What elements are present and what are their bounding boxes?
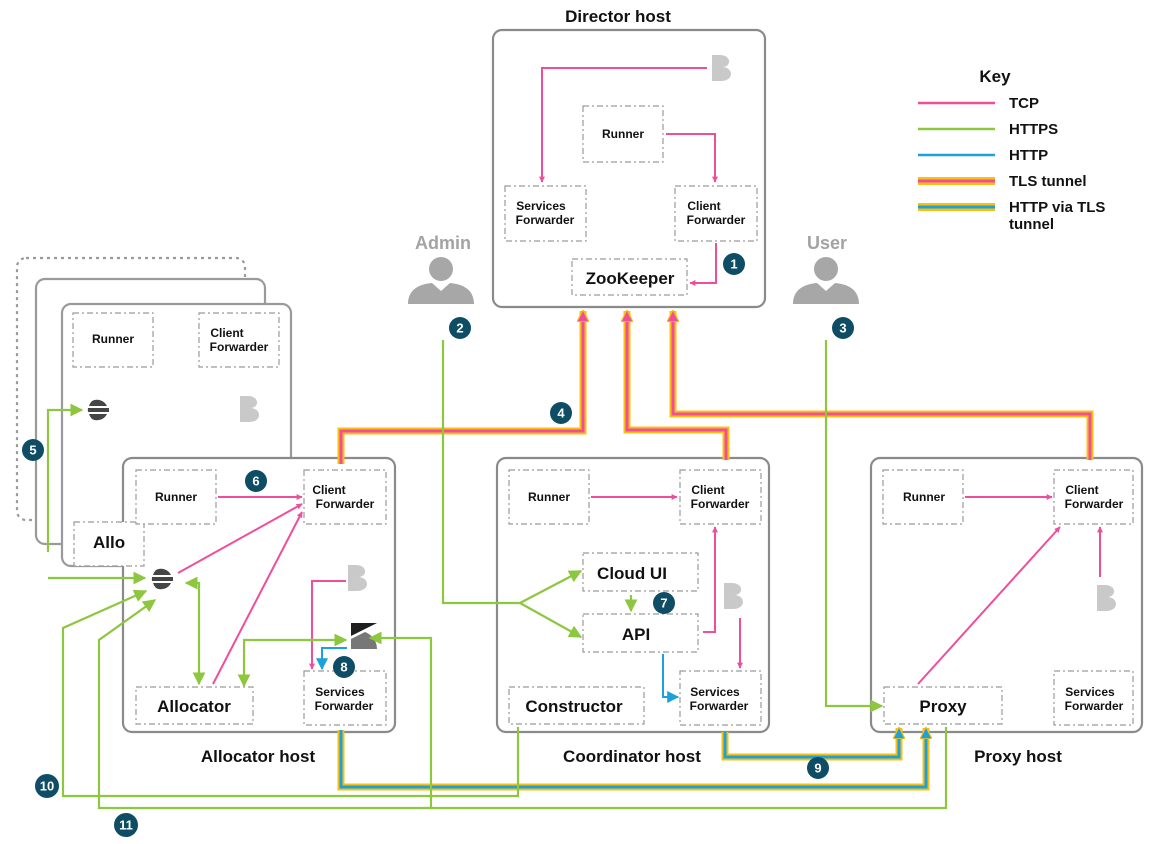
allocator-label: Allocator (157, 697, 231, 716)
svg-text:9: 9 (814, 761, 821, 776)
coordinator-client-forwarder-line1: Client (691, 483, 724, 497)
director-host-title: Director host (565, 7, 671, 26)
legend-http-tls-label-line1: HTTP via TLS (1009, 199, 1105, 216)
director-client-forwarder-line1: Client (687, 199, 720, 213)
step-badges: 1 2 3 4 5 6 7 8 9 10 11 (22, 253, 854, 837)
svg-text:4: 4 (557, 406, 565, 421)
proxy-services-forwarder-line2: Forwarder (1065, 699, 1124, 713)
allocator-runner-label: Runner (155, 490, 197, 504)
svg-text:2: 2 (456, 321, 463, 336)
proxy-label: Proxy (919, 697, 967, 716)
allocator-host-title: Allocator host (201, 747, 316, 766)
allocator-elasticsearch-icon (151, 568, 173, 590)
allocator-client-forwarder-line1: Client (312, 483, 345, 497)
coordinator-host-title: Coordinator host (563, 747, 701, 766)
back-allocator-runner-label: Runner (92, 332, 134, 346)
badge-9: 9 (807, 757, 829, 779)
svg-text:6: 6 (252, 474, 259, 489)
admin-label: Admin (415, 233, 471, 253)
badge-7: 7 (653, 592, 675, 614)
badge-4: 4 (550, 402, 572, 424)
coordinator-host: Coordinator host (495, 456, 771, 766)
proxy-client-forwarder-line2: Forwarder (1065, 497, 1124, 511)
allocator-services-forwarder-line2: Forwarder (315, 699, 374, 713)
http-via-tls-tunnels (337, 728, 926, 791)
badge-10: 10 (35, 774, 59, 798)
allocator-client-forwarder-line2: Forwarder (316, 497, 375, 511)
back-allocator-elasticsearch-icon (87, 399, 109, 421)
proxy-runner-label: Runner (903, 490, 945, 504)
director-client-forwarder-line2: Forwarder (687, 213, 746, 227)
legend: Key TCP HTTPS HTTP TLS tunnel HTTP via T… (918, 67, 1105, 233)
svg-text:5: 5 (29, 443, 36, 458)
back-allocator-clipped-label: Allo (93, 533, 125, 552)
badge-8: 8 (333, 656, 355, 678)
proxy-client-forwarder-line1: Client (1065, 483, 1098, 497)
legend-http-label: HTTP (1009, 147, 1048, 164)
constructor-label: Constructor (525, 697, 623, 716)
api-label: API (622, 625, 650, 644)
badge-1: 1 (723, 253, 745, 275)
legend-https-label: HTTPS (1009, 121, 1058, 138)
back-allocator-client-forwarder-line2: Forwarder (210, 340, 269, 354)
badge-5: 5 (22, 439, 44, 461)
legend-title: Key (979, 67, 1011, 86)
tls-tunnels (337, 311, 1094, 464)
svg-text:8: 8 (340, 660, 347, 675)
zookeeper-label: ZooKeeper (586, 269, 675, 288)
admin-person-icon (408, 257, 474, 304)
badge-3: 3 (832, 317, 854, 339)
svg-text:1: 1 (730, 257, 737, 272)
cloud-ui-label: Cloud UI (597, 564, 667, 583)
coordinator-runner-label: Runner (528, 490, 570, 504)
badge-11: 11 (114, 813, 138, 837)
svg-text:7: 7 (660, 596, 667, 611)
coordinator-services-forwarder-line2: Forwarder (690, 699, 749, 713)
proxy-host-title: Proxy host (974, 747, 1062, 766)
user-label: User (807, 233, 847, 253)
legend-http-tls-label-line2: tunnel (1009, 216, 1054, 233)
user-person-icon (793, 257, 859, 304)
component-boxes (72, 105, 1134, 726)
https-connections (46, 340, 948, 810)
director-services-forwarder-line2: Forwarder (516, 213, 575, 227)
badge-2: 2 (449, 317, 471, 339)
proxy-host: Proxy host (869, 456, 1144, 766)
svg-text:11: 11 (119, 818, 133, 833)
legend-tcp-label: TCP (1009, 95, 1039, 112)
allocator-services-forwarder-line1: Services (315, 685, 365, 699)
coordinator-services-forwarder-line1: Services (690, 685, 740, 699)
director-runner-label: Runner (602, 127, 644, 141)
tcp-connections (177, 67, 1103, 685)
director-services-forwarder-line1: Services (516, 199, 566, 213)
back-allocator-client-forwarder-line1: Client (210, 326, 243, 340)
coordinator-client-forwarder-line2: Forwarder (691, 497, 750, 511)
proxy-services-forwarder-line1: Services (1065, 685, 1115, 699)
svg-text:10: 10 (40, 779, 54, 794)
badge-6: 6 (245, 470, 267, 492)
svg-text:3: 3 (839, 321, 846, 336)
legend-tls-label: TLS tunnel (1009, 173, 1087, 190)
